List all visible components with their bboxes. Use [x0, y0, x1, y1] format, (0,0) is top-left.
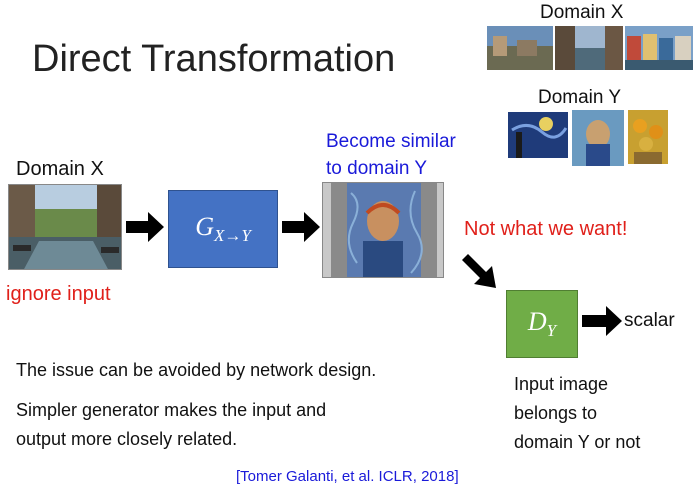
issue-text: The issue can be avoided by network desi…: [16, 360, 377, 380]
simpler-generator-text: Simpler generator makes the input and ou…: [16, 400, 327, 449]
domain-x-photos-image: [487, 26, 693, 70]
not-what-we-want-label: Not what we want!: [464, 218, 628, 240]
input-belongs-text: Input image belongs to domain Y or not: [514, 374, 641, 452]
arrow-right-icon: [582, 306, 622, 336]
output-image-frame: [322, 182, 444, 278]
domain-y-top-label: Domain Y: [538, 87, 622, 108]
domain-x-top-label: Domain X: [540, 2, 624, 23]
domain-y-paintings-image: [508, 110, 668, 166]
citation: [Tomer Galanti, et al. ICLR, 2018]: [236, 468, 459, 485]
arrow-diagonal-icon: [460, 254, 496, 288]
become-similar-text: Become similar to domain Y: [326, 131, 456, 179]
domain-y-thumbnails: [508, 110, 668, 166]
arrow-right-icon: [282, 212, 320, 242]
discriminator-box: DY: [506, 290, 578, 358]
input-image: [8, 184, 122, 270]
arrow-right-icon: [126, 212, 164, 242]
generator-label: GX→Y: [195, 212, 251, 245]
ignore-input-label: ignore input: [6, 283, 111, 305]
canal-photo-image: [9, 185, 121, 269]
discriminator-label: DY: [527, 307, 557, 340]
generator-box: GX→Y: [168, 190, 278, 268]
output-painting-image: [323, 183, 443, 277]
domain-x-left-label: Domain X: [16, 158, 104, 180]
scalar-label: scalar: [624, 310, 675, 331]
slide-title: Direct Transformation: [32, 38, 396, 80]
domain-x-thumbnails: [487, 26, 693, 70]
